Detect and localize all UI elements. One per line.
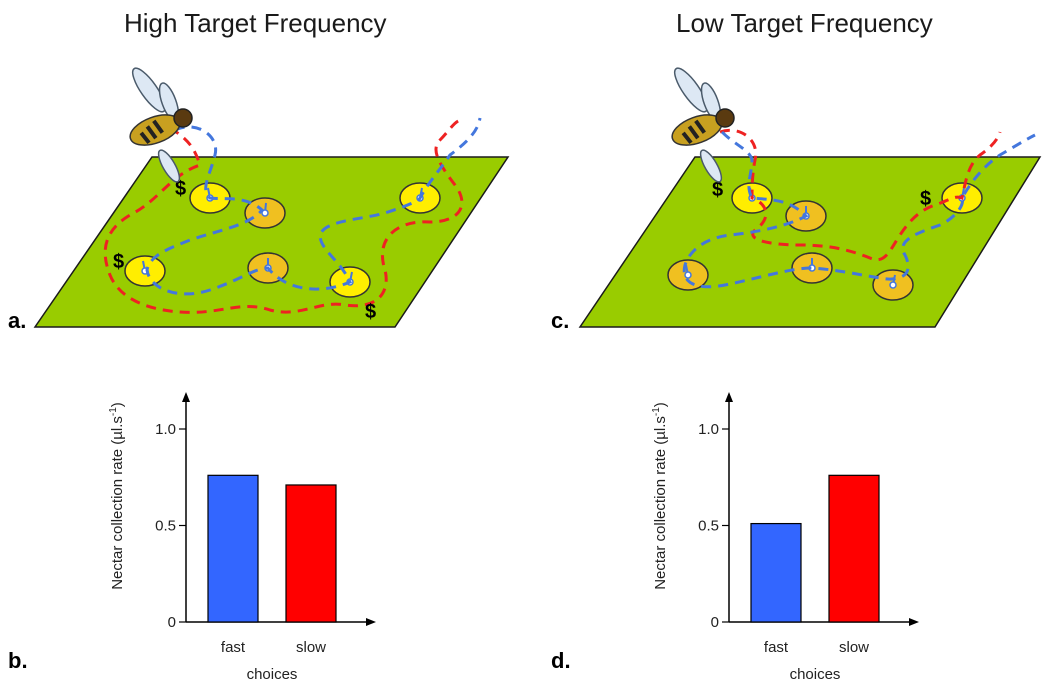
y-axis-label-text: Nectar collection rate (µl.s — [652, 416, 669, 590]
slow-bee-path — [719, 128, 1002, 262]
flower — [667, 259, 709, 291]
reward-marker: $ — [365, 301, 376, 323]
flower — [244, 197, 286, 229]
panel-c-field: $ $ — [578, 62, 1042, 328]
panel-label-b: b. — [8, 648, 28, 673]
y-axis-arrow — [725, 392, 733, 402]
y-tick-label: 0.5 — [155, 518, 176, 535]
x-category-label: fast — [221, 639, 246, 656]
field-patch — [578, 156, 1042, 328]
y-axis-label-end: ) — [109, 402, 126, 407]
y-tick-label: 1.0 — [155, 421, 176, 438]
reward-marker: $ — [175, 178, 186, 200]
flower — [124, 255, 166, 287]
x-category-label: slow — [296, 639, 326, 656]
y-axis-label-sup: -1 — [108, 407, 119, 416]
x-axis-arrow — [366, 618, 376, 626]
x-axis-label: choices — [790, 666, 841, 683]
bar-fast — [750, 522, 802, 623]
y-tick-label: 0.5 — [698, 518, 719, 535]
y-tick-label: 0 — [711, 614, 719, 631]
flower — [791, 252, 833, 284]
fast-bee-path — [682, 130, 1036, 289]
bar-slow — [285, 484, 337, 623]
y-axis-arrow — [182, 392, 190, 402]
flower — [872, 269, 914, 301]
y-tick-label: 0 — [168, 614, 176, 631]
reward-marker: $ — [712, 179, 723, 201]
reward-marker: $ — [920, 188, 931, 210]
y-tick-label: 1.0 — [698, 421, 719, 438]
x-axis-label: choices — [247, 666, 298, 683]
title-low-target-frequency: Low Target Frequency — [676, 8, 933, 38]
y-axis-label: Nectar collection rate (µl.s-1) — [651, 402, 669, 590]
panel-label-d: d. — [551, 648, 571, 673]
y-axis-label-end: ) — [652, 402, 669, 407]
panel-a-field: $ $ $ — [33, 62, 510, 328]
y-axis-label-sup: -1 — [651, 407, 662, 416]
y-axis-label-text: Nectar collection rate (µl.s — [109, 416, 126, 590]
y-axis-label: Nectar collection rate (µl.s-1) — [108, 402, 126, 590]
panel-label-c: c. — [551, 308, 570, 333]
panel-label-a: a. — [8, 308, 27, 333]
bar-slow — [828, 474, 880, 623]
slow-bee-path — [103, 118, 464, 314]
x-axis-arrow — [909, 618, 919, 626]
reward-marker: $ — [113, 251, 124, 273]
chart-b: 0 0.5 1.0 fast slow choices Nectar collection … — [108, 392, 376, 683]
chart-d: 0 0.5 1.0 fast slow choices Nectar collection … — [651, 392, 919, 683]
fast-bee-path — [145, 117, 482, 296]
x-category-label: fast — [764, 639, 789, 656]
bar-fast — [207, 474, 259, 623]
x-category-label: slow — [839, 639, 869, 656]
title-high-target-frequency: High Target Frequency — [124, 8, 387, 38]
